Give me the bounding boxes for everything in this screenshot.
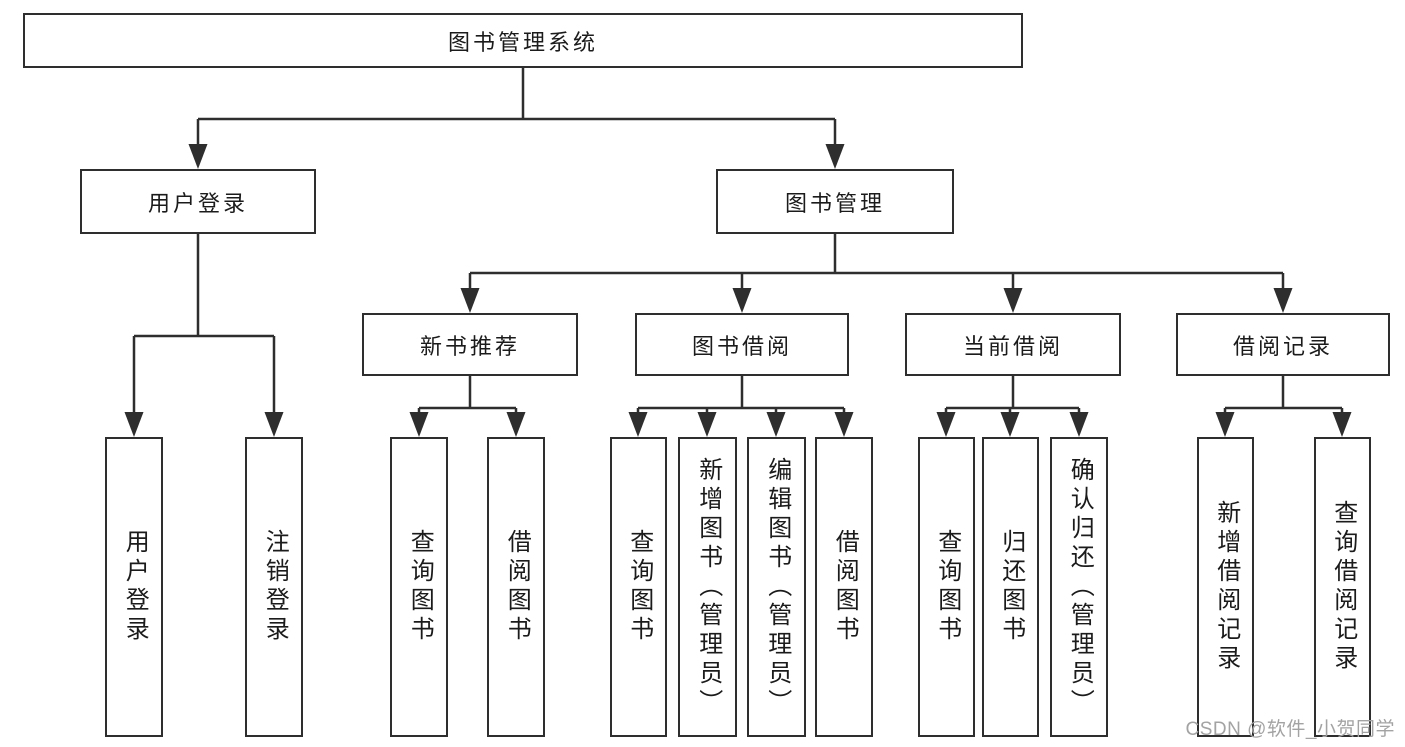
- node-leaf-query-book-1: 查询图书: [390, 437, 448, 737]
- arrowhead-icon: [506, 412, 526, 437]
- arrowhead-icon: [188, 144, 208, 169]
- node-book-borrowing: 图书借阅: [635, 313, 849, 376]
- node-leaf-confirm-return: 确认归还（管理员）: [1050, 437, 1108, 737]
- node-borrowing-records: 借阅记录: [1176, 313, 1390, 376]
- node-leaf-user-login: 用户登录: [105, 437, 163, 737]
- connector-line-from-book-borrowing: [636, 376, 846, 420]
- node-leaf-edit-book: 编辑图书（管理员）: [747, 437, 806, 737]
- arrowhead-icon: [834, 412, 854, 437]
- csdn-watermark: CSDN @软件_小贺同学: [1185, 719, 1395, 740]
- connector-line-from-new-book-recommend: [417, 376, 518, 420]
- arrowhead-icon: [628, 412, 648, 437]
- node-new-book-recommend: 新书推荐: [362, 313, 578, 376]
- arrowhead-icon: [936, 412, 956, 437]
- arrowhead-icon: [697, 412, 717, 437]
- node-current-borrowing: 当前借阅: [905, 313, 1121, 376]
- arrowhead-icon: [766, 412, 786, 437]
- arrowhead-icon: [264, 412, 284, 437]
- arrowhead-icon: [124, 412, 144, 437]
- node-root: 图书管理系统: [23, 13, 1023, 68]
- arrowhead-icon: [1069, 412, 1089, 437]
- node-leaf-borrow-book-1: 借阅图书: [487, 437, 545, 737]
- node-leaf-query-record: 查询借阅记录: [1314, 437, 1371, 737]
- node-leaf-query-book-2: 查询图书: [610, 437, 667, 737]
- arrowhead-icon: [1332, 412, 1352, 437]
- arrowhead-icon: [1003, 288, 1023, 313]
- connector-line-from-user-login-group: [132, 234, 276, 420]
- node-leaf-return-book: 归还图书: [982, 437, 1039, 737]
- arrowhead-icon: [409, 412, 429, 437]
- connector-line-from-root: [196, 68, 837, 152]
- node-user-login-group: 用户登录: [80, 169, 316, 234]
- node-leaf-query-book-3: 查询图书: [918, 437, 975, 737]
- node-leaf-add-record: 新增借阅记录: [1197, 437, 1254, 737]
- arrowhead-icon: [1215, 412, 1235, 437]
- node-leaf-borrow-book-2: 借阅图书: [815, 437, 873, 737]
- node-leaf-logout: 注销登录: [245, 437, 303, 737]
- node-book-management: 图书管理: [716, 169, 954, 234]
- arrowhead-icon: [460, 288, 480, 313]
- connector-line-from-borrowing-records: [1223, 376, 1344, 420]
- connector-line-from-book-management: [468, 234, 1285, 296]
- arrowhead-icon: [732, 288, 752, 313]
- arrowhead-icon: [825, 144, 845, 169]
- arrowhead-icon: [1273, 288, 1293, 313]
- node-leaf-add-book: 新增图书（管理员）: [678, 437, 737, 737]
- arrowhead-icon: [1000, 412, 1020, 437]
